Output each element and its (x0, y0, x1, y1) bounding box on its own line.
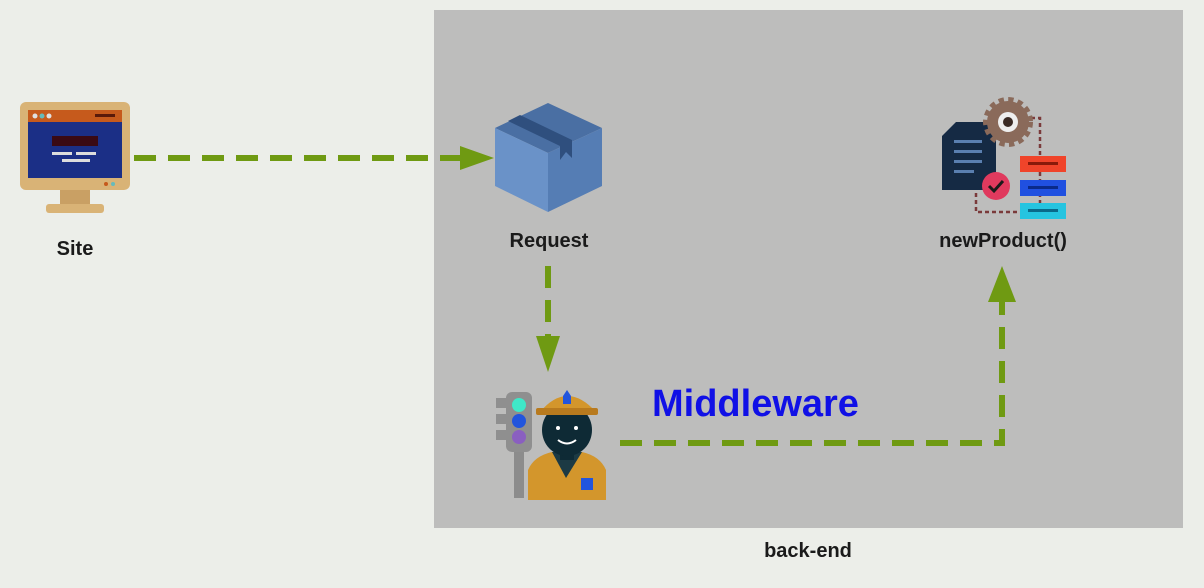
arrow-site-to-request (134, 146, 494, 170)
newproduct-label: newProduct() (939, 230, 1067, 252)
arrow-middleware-to-newproduct (620, 266, 1016, 446)
package-box-icon (495, 103, 602, 212)
computer-monitor-icon (20, 102, 130, 213)
site-label: Site (56, 238, 94, 260)
middleware-label: Middleware (652, 383, 859, 425)
arrow-request-to-middleware (536, 266, 560, 372)
traffic-police-icon (496, 390, 606, 500)
request-label: Request (509, 230, 589, 252)
backend-label: back-end (764, 540, 852, 562)
document-gear-workflow-icon (942, 97, 1066, 219)
